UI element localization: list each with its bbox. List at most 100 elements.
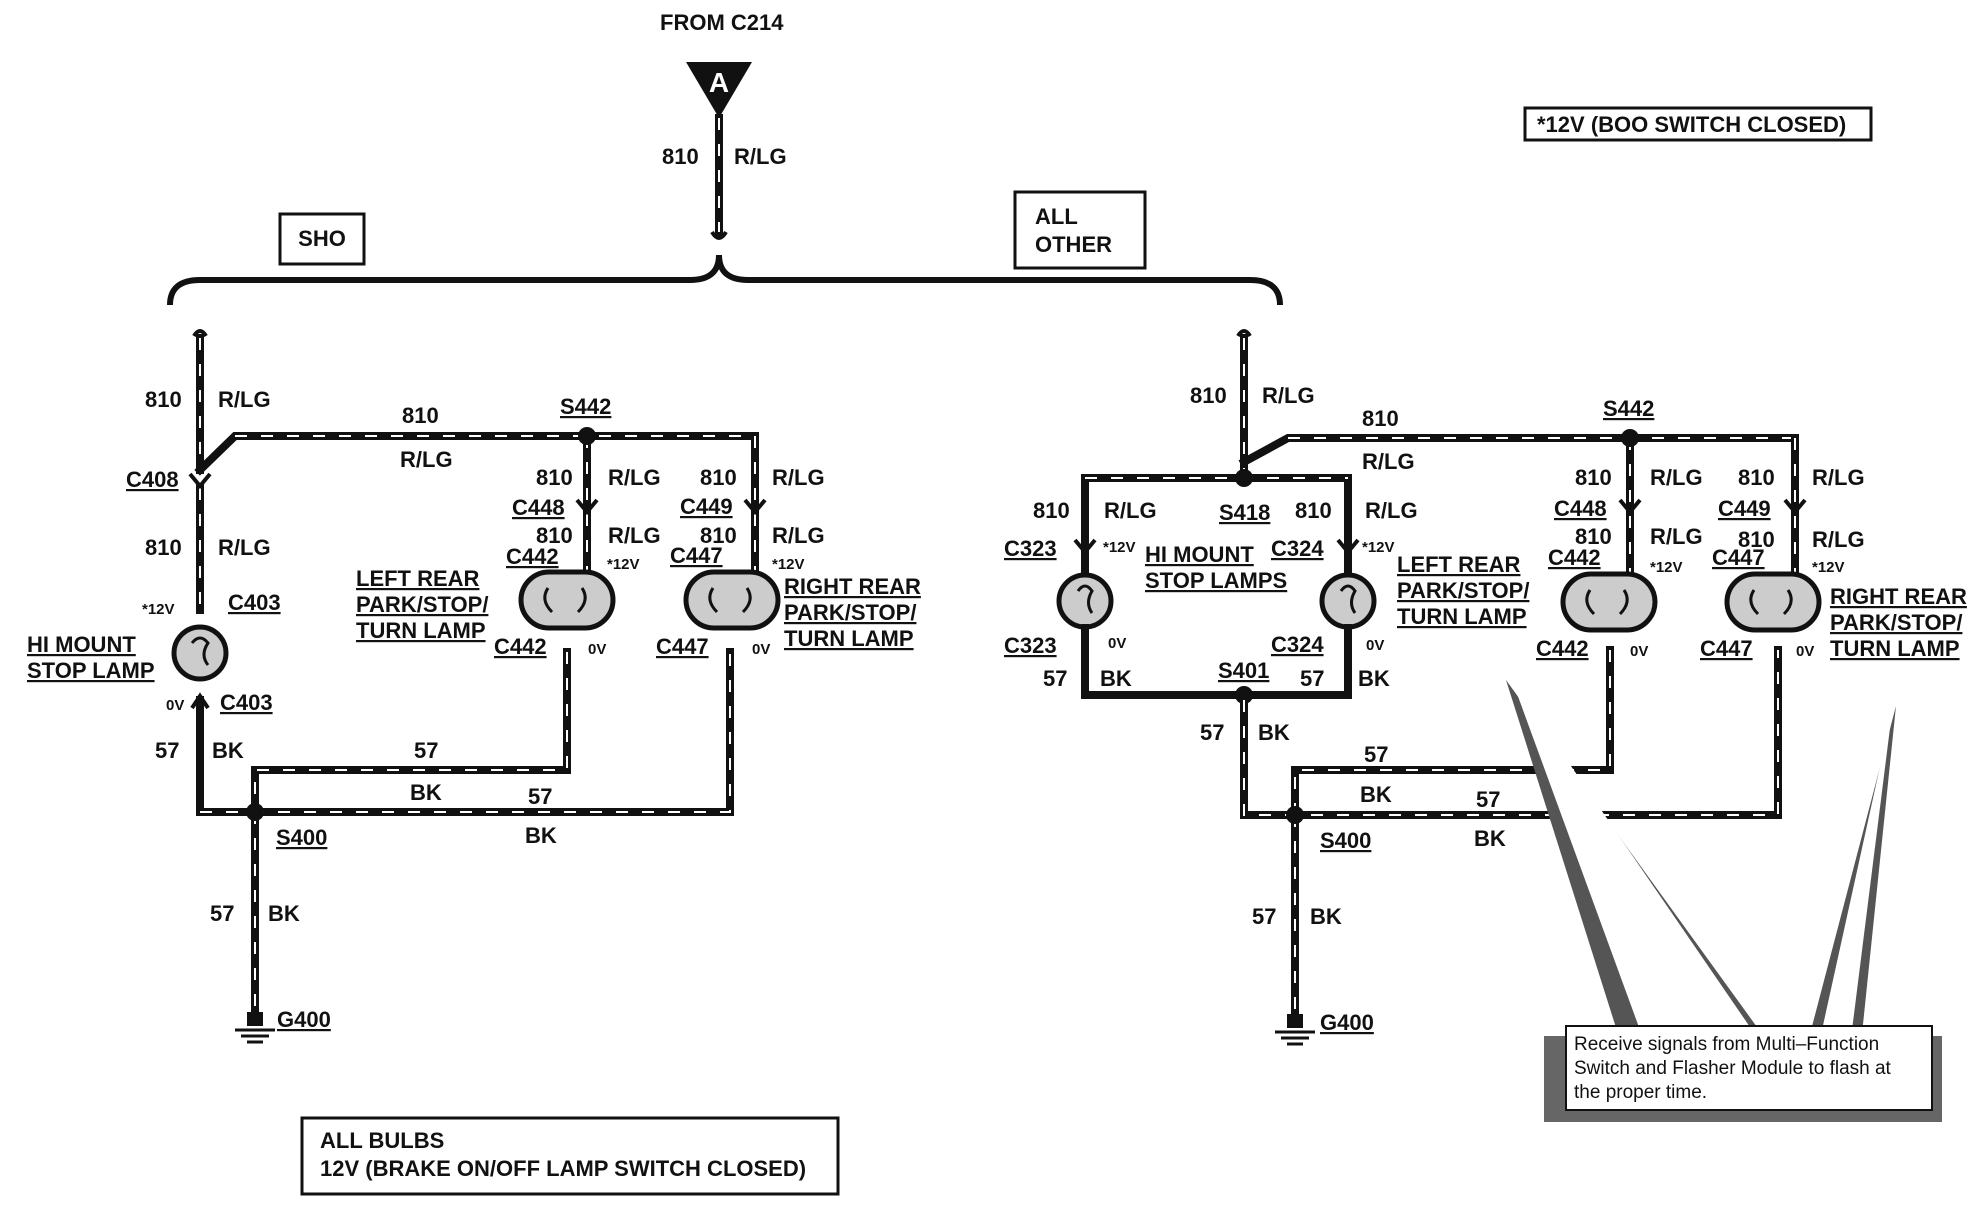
sho-right-rear-label-1: RIGHT REAR: [784, 574, 921, 599]
callout-line-3: the proper time.: [1574, 1082, 1707, 1103]
other-c447-top-label: C447: [1712, 545, 1765, 570]
other-c323-connector: [1073, 538, 1097, 556]
other-s418-label: S418: [1219, 500, 1270, 525]
sho-label: R/LG: [608, 523, 661, 548]
connector-a-letter: A: [709, 67, 729, 98]
other-voltage: 0V: [1630, 643, 1648, 660]
sho-wire-810-bus: [194, 432, 759, 494]
all-bulbs-legend-box: [300, 1116, 840, 1196]
sho-c448-label: C448: [512, 495, 565, 520]
other-left-rear-label-2: PARK/STOP/: [1397, 578, 1529, 603]
sho-c448-connector: [575, 498, 599, 516]
other-s442-label: S442: [1603, 396, 1654, 421]
callout-pointers: [1506, 680, 1896, 1034]
other-g400-label: G400: [1320, 1010, 1374, 1035]
sho-label: R/LG: [218, 387, 271, 412]
other-label: 57: [1300, 666, 1324, 691]
other-splice-s442: [1621, 429, 1639, 447]
sho-c442-top-label: C442: [506, 544, 559, 569]
other-hi-mount-lamp-2: [1319, 572, 1377, 630]
other-label: BK: [1360, 782, 1392, 807]
sho-hi-mount-label-1: HI MOUNT: [27, 632, 136, 657]
sho-voltage: *12V: [142, 601, 175, 618]
sho-label: 810: [402, 403, 439, 428]
group-brace: [167, 254, 1283, 306]
sho-circuit: 810 R/LG C408 810 R/LG *12V C403 HI MOUN…: [27, 329, 921, 1044]
other-label: 57: [1043, 666, 1067, 691]
other-voltage: 0V: [1108, 635, 1126, 652]
other-label: R/LG: [1365, 498, 1418, 523]
feed-wire-number: 810: [662, 144, 699, 169]
other-c442-bottom-label: C442: [1536, 636, 1589, 661]
boo-legend-box: [1523, 106, 1873, 142]
sho-label: R/LG: [400, 447, 453, 472]
sho-c403-label: C403: [220, 690, 273, 715]
other-right-rear-label-2: PARK/STOP/: [1830, 610, 1962, 635]
other-s400-label: S400: [1320, 828, 1371, 853]
sho-label: 57: [528, 784, 552, 809]
other-voltage: *12V: [1362, 539, 1395, 556]
other-voltage: 0V: [1796, 643, 1814, 660]
other-voltage: 0V: [1366, 637, 1384, 654]
other-wire-810-bus: [1238, 434, 1799, 494]
sho-c447-bottom-label: C447: [656, 634, 709, 659]
sho-label: 810: [536, 523, 573, 548]
other-label: 810: [1738, 527, 1775, 552]
all-other-label-line1: ALL: [1035, 204, 1078, 229]
sho-s400-label: S400: [276, 825, 327, 850]
other-voltage: *12V: [1103, 539, 1136, 556]
other-left-rear-label-1: LEFT REAR: [1397, 552, 1521, 577]
sho-label: BK: [410, 780, 442, 805]
other-label: 810: [1575, 524, 1612, 549]
other-label: 810: [1033, 498, 1070, 523]
sho-c403-label: C403: [228, 590, 281, 615]
other-label: R/LG: [1650, 524, 1703, 549]
sho-c408-connector: [188, 472, 212, 490]
sho-right-rear-lamp: [683, 569, 781, 631]
sho-label: R/LG: [772, 523, 825, 548]
sho-label: R/LG: [608, 465, 661, 490]
other-wire-57-himount: [1081, 624, 1352, 699]
sho-left-rear-label-3: TURN LAMP: [356, 618, 486, 643]
other-hi-mount-lamp-1: [1056, 572, 1114, 630]
other-c324-connector: [1336, 538, 1360, 556]
sho-wire-57-main: [196, 648, 734, 816]
other-label: 57: [1200, 720, 1224, 745]
other-c324-bottom-label: C324: [1271, 632, 1324, 657]
other-c449-connector: [1783, 498, 1807, 516]
sho-right-rear-label-3: TURN LAMP: [784, 626, 914, 651]
callout-box: [1565, 1025, 1933, 1111]
other-voltage: *12V: [1812, 559, 1845, 576]
other-label: BK: [1258, 720, 1290, 745]
sho-right-rear-label-2: PARK/STOP/: [784, 600, 916, 625]
other-voltage: *12V: [1650, 559, 1683, 576]
other-label: BK: [1310, 904, 1342, 929]
other-label: BK: [1100, 666, 1132, 691]
other-hi-mount-label-1: HI MOUNT: [1145, 542, 1254, 567]
sho-splice-s442: [578, 427, 596, 445]
sho-label: BK: [525, 823, 557, 848]
other-left-rear-label-3: TURN LAMP: [1397, 604, 1527, 629]
all-bulbs-legend-line2: 12V (BRAKE ON/OFF LAMP SWITCH CLOSED): [320, 1156, 806, 1181]
other-splice-s418: [1235, 469, 1253, 487]
callout-line-2: Switch and Flasher Module to flash at: [1574, 1058, 1892, 1079]
sho-hi-mount-label-2: STOP LAMP: [27, 658, 155, 683]
other-hi-mount-label-2: STOP LAMPS: [1145, 568, 1287, 593]
other-circuit: 810 R/LG 810 R/LG S442 810 R/LG S418 810…: [1004, 329, 1967, 1046]
other-label: R/LG: [1812, 527, 1865, 552]
other-right-rear-label-1: RIGHT REAR: [1830, 584, 1967, 609]
sho-label: R/LG: [772, 465, 825, 490]
other-c448-connector: [1618, 498, 1642, 516]
sho-label: R/LG: [218, 535, 271, 560]
other-label: 810: [1190, 383, 1227, 408]
other-label: R/LG: [1362, 449, 1415, 474]
other-label: 810: [1295, 498, 1332, 523]
sho-left-rear-lamp: [518, 569, 616, 631]
other-label: R/LG: [1262, 383, 1315, 408]
sho-ground-symbol: [235, 1012, 275, 1044]
sho-voltage: *12V: [607, 556, 640, 573]
other-c448-label: C448: [1554, 496, 1607, 521]
other-label: R/LG: [1650, 465, 1703, 490]
sho-s442-label: S442: [560, 394, 611, 419]
other-label: 810: [1738, 465, 1775, 490]
